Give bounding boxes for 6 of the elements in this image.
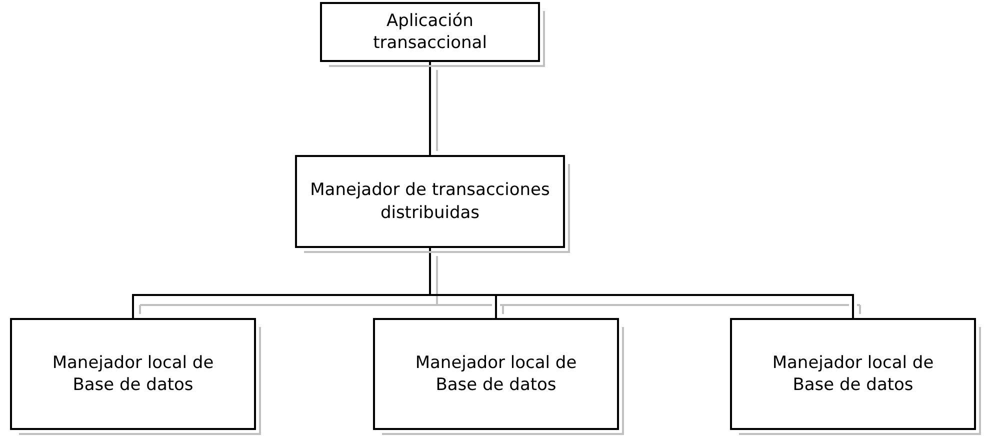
box-label: Manejador de transacciones distribuidas <box>309 179 551 224</box>
box-label: Manejador local de Base de datos <box>414 352 578 396</box>
connector-line <box>429 62 431 155</box>
box-label: Manejador local de Base de datos <box>771 352 935 396</box>
box-label: Manejador local de Base de datos <box>51 352 215 396</box>
box-label: Aplicación transaccional <box>372 10 488 54</box>
